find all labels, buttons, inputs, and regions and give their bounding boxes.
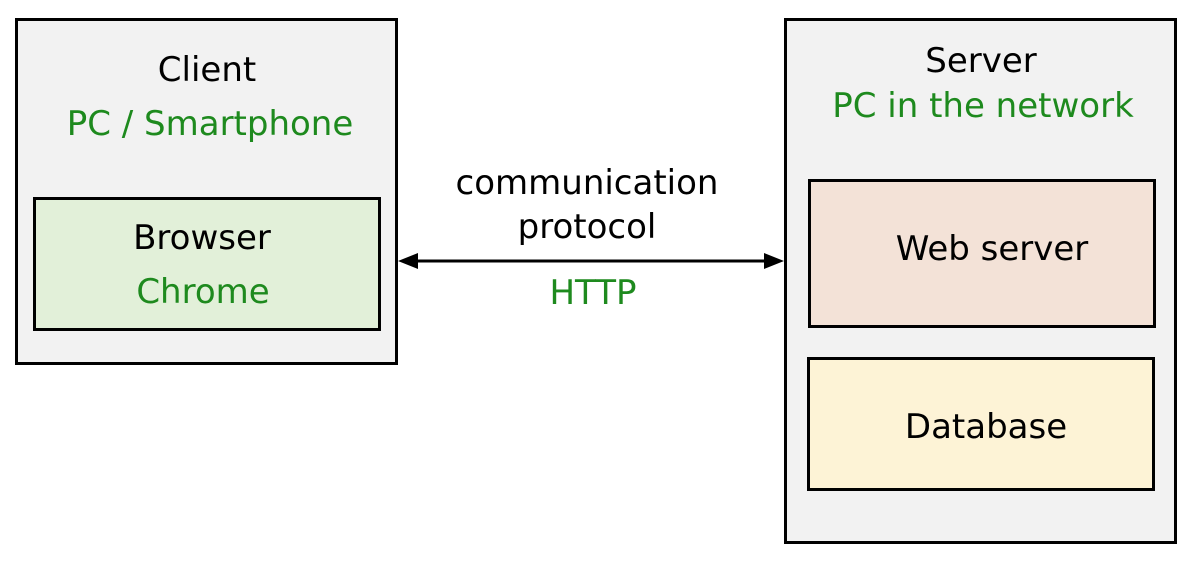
web-server-label: Web server: [895, 229, 1089, 269]
client-title: Client: [157, 50, 257, 90]
arrowhead-left-icon: [398, 253, 418, 269]
database-label: Database: [904, 407, 1068, 447]
browser-box: [33, 197, 381, 331]
arrowhead-right-icon: [764, 253, 784, 269]
web-server-box: [808, 179, 1156, 328]
browser-subtitle: Chrome: [136, 272, 270, 312]
protocol-name: HTTP: [549, 273, 637, 313]
protocol-label-line1: communication: [455, 163, 719, 203]
protocol-label-line2: protocol: [517, 207, 657, 247]
database-box: [807, 357, 1155, 491]
server-title: Server: [925, 41, 1037, 81]
browser-title: Browser: [133, 218, 271, 258]
server-subtitle: PC in the network: [832, 86, 1134, 126]
client-subtitle: PC / Smartphone: [66, 104, 354, 144]
